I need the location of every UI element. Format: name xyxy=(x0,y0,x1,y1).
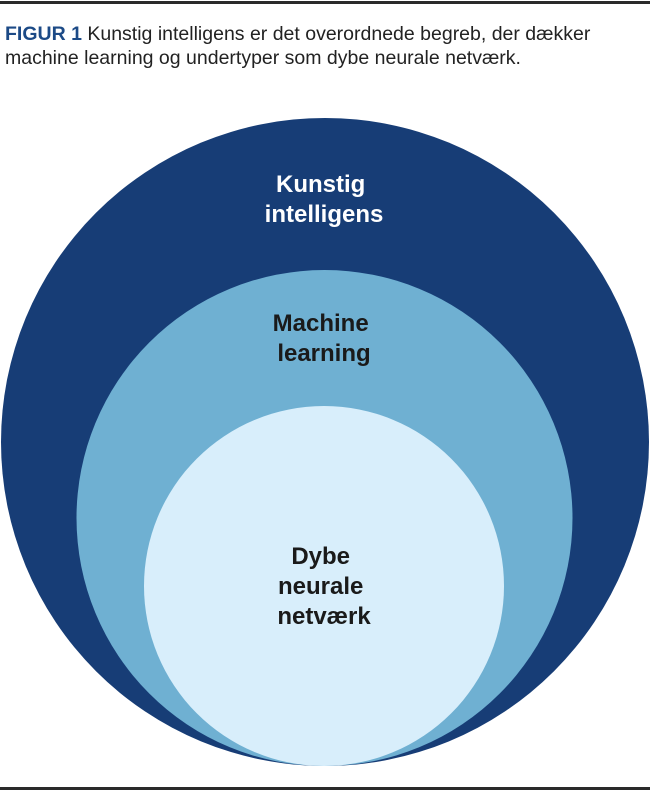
top-rule xyxy=(0,1,650,4)
circle-dybe-neurale-netvaerk xyxy=(144,406,504,766)
label-machine-learning: Machine learning xyxy=(273,310,376,367)
label-kunstig-intelligens: Kunstig intelligens xyxy=(265,171,384,228)
label-line: Dybe xyxy=(291,543,350,570)
caption-text: Kunstig intelligens er det overordnede b… xyxy=(5,23,591,69)
label-line: neurale xyxy=(278,573,363,600)
label-line: Machine xyxy=(273,310,369,337)
label-line: learning xyxy=(277,340,370,367)
label-dybe-neurale-netvaerk: Dybe neurale netværk xyxy=(277,543,371,630)
label-line: netværk xyxy=(277,603,371,630)
bottom-rule xyxy=(0,787,650,790)
figure-label: FIGUR 1 xyxy=(5,23,82,45)
label-line: intelligens xyxy=(265,201,384,228)
figure-caption: FIGUR 1 Kunstig intelligens er det overo… xyxy=(5,22,645,70)
label-line: Kunstig xyxy=(276,171,365,198)
